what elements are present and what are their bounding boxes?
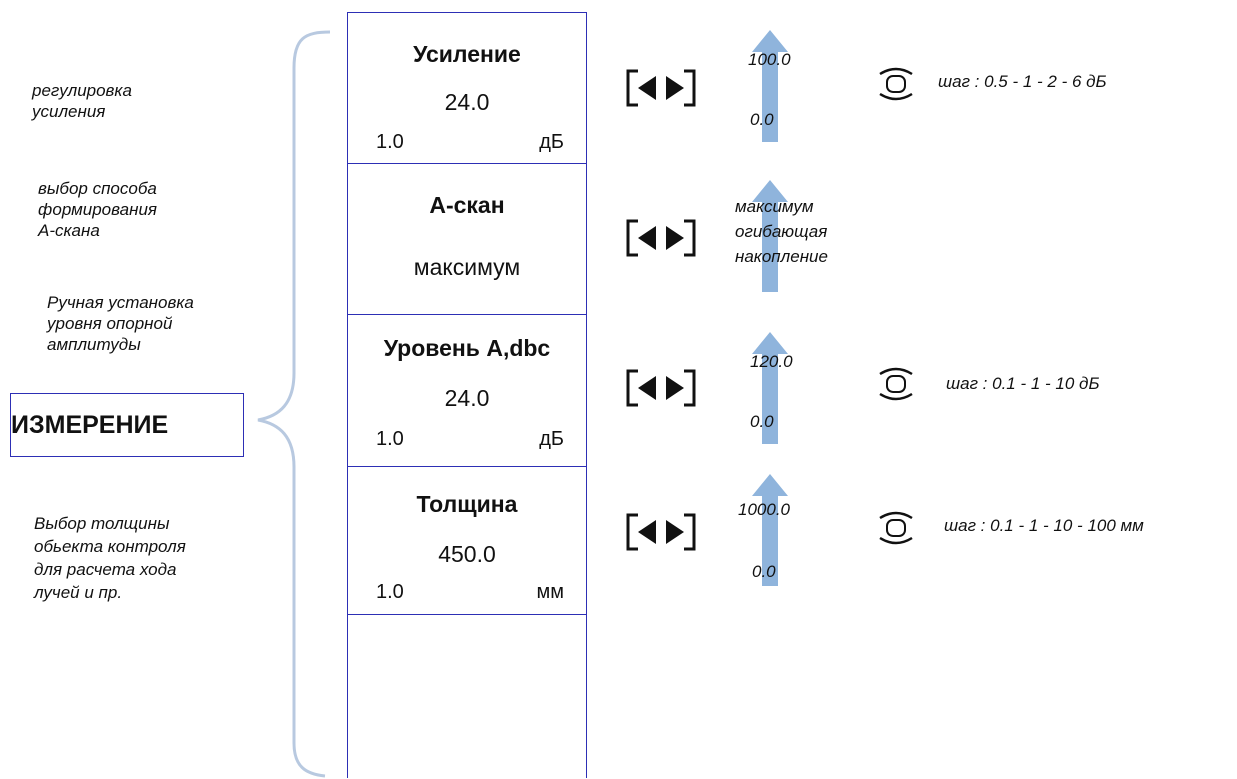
- ascan-option: накопление: [735, 247, 828, 266]
- left-right-arrow-keys-icon[interactable]: [624, 368, 698, 408]
- ref-level-step: 1.0: [376, 428, 404, 450]
- up-arrow-icon: [752, 332, 788, 444]
- thickness-unit: мм: [536, 581, 565, 603]
- gain-scale-max: 100.0: [748, 50, 791, 69]
- ref-level-description: Ручная установка уровня опорной амплитуд…: [47, 293, 194, 354]
- gain-title: Усиление: [413, 41, 521, 67]
- ref-level-value: 24.0: [444, 385, 490, 411]
- thickness-title: Толщина: [416, 491, 518, 517]
- menu-item-thickness[interactable]: Толщина 450.0 1.0 мм: [348, 467, 586, 615]
- gain-unit: дБ: [539, 131, 564, 153]
- thickness-scale-max: 1000.0: [738, 500, 790, 519]
- ref-level-title: Уровень А,dbc: [383, 335, 551, 361]
- ascan-title: А-скан: [429, 192, 505, 218]
- curly-brace: [257, 30, 331, 778]
- left-right-arrow-keys-icon[interactable]: [624, 218, 698, 258]
- ascan-value: максимум: [413, 254, 521, 280]
- up-arrow-icon: [752, 474, 788, 586]
- left-right-arrow-keys-icon[interactable]: [624, 68, 698, 108]
- left-right-arrow-keys-icon[interactable]: [624, 512, 698, 552]
- ascan-option: максимум: [735, 197, 814, 216]
- thickness-scale-min: 0.0: [752, 562, 776, 581]
- gain-step: 1.0: [376, 131, 404, 153]
- menu-item-ref-level[interactable]: Уровень А,dbc 24.0 1.0 дБ: [348, 315, 586, 467]
- gain-scale-min: 0.0: [750, 110, 774, 129]
- ascan-description: выбор способа формирования А-скана: [38, 179, 157, 240]
- rotary-knob-icon[interactable]: [876, 364, 916, 404]
- up-arrow-icon: [752, 30, 788, 142]
- thickness-description: Выбор толщины обьекта контроля для расче…: [34, 514, 186, 602]
- gain-description: регулировка усиления: [32, 81, 132, 121]
- rotary-knob-icon[interactable]: [876, 508, 916, 548]
- ref-level-step-note: шаг : 0.1 - 1 - 10 дБ: [946, 374, 1100, 393]
- menu-item-ascan[interactable]: А-скан максимум: [348, 164, 586, 315]
- gain-value: 24.0: [444, 89, 490, 115]
- thickness-value: 450.0: [438, 541, 496, 567]
- menu-item-empty: [348, 615, 586, 779]
- up-arrow-icon: [752, 180, 788, 292]
- ref-level-scale-min: 0.0: [750, 412, 774, 431]
- mode-label-box: ИЗМЕРЕНИЕ: [10, 393, 244, 457]
- menu-column: Усиление 24.0 1.0 дБ А-скан максимум Уро…: [347, 12, 587, 778]
- gain-step-note: шаг : 0.5 - 1 - 2 - 6 дБ: [938, 72, 1107, 91]
- ascan-option: огибающая: [735, 222, 828, 241]
- thickness-step: 1.0: [376, 581, 404, 603]
- thickness-step-note: шаг : 0.1 - 1 - 10 - 100 мм: [944, 516, 1144, 535]
- ref-level-unit: дБ: [539, 428, 564, 450]
- ref-level-scale-max: 120.0: [750, 352, 793, 371]
- rotary-knob-icon[interactable]: [876, 64, 916, 104]
- mode-label: ИЗМЕРЕНИЕ: [11, 410, 169, 439]
- ascan-options: максимум огибающая накопление: [735, 194, 828, 269]
- menu-item-gain[interactable]: Усиление 24.0 1.0 дБ: [348, 13, 586, 164]
